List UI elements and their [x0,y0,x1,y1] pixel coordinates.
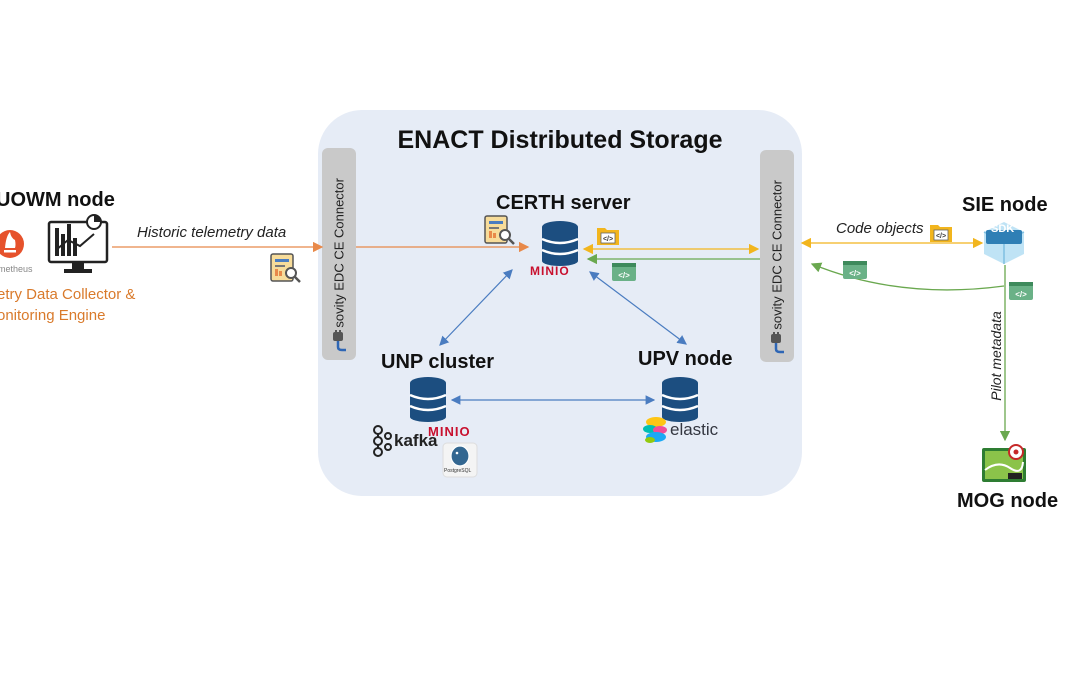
plug-icon [771,332,784,354]
kafka-label: kafka [394,431,438,450]
monitor-chart-icon [47,214,109,273]
uowm-caption-line1: etry Data Collector & [0,286,136,303]
green-curve [810,262,1005,291]
certh-node-title: CERTH server [496,192,631,214]
code-window-icon: </> [843,261,867,279]
uowm-node-title: UOWM node [0,189,115,211]
code-folder-icon: </> [930,225,952,242]
mog-node-title: MOG node [957,490,1059,512]
map-pin-icon [982,444,1026,482]
code-window-icon: </> [1009,282,1033,300]
unp-node-title: UNP cluster [381,351,495,373]
elastic-label: elastic [670,420,719,439]
svg-text:</>: </> [1015,290,1027,299]
postgres-label: PostgreSQL [444,468,472,474]
svg-text:</>: </> [936,233,946,240]
postgresql-icon [442,442,478,478]
minio-logo-unp: MINIO [428,424,471,439]
storage-container [318,110,802,496]
sdk-cube-icon [983,222,1025,264]
svg-text:</>: </> [603,236,613,243]
sdk-label: SDK [991,223,1015,235]
historic-telemetry-label: Historic telemetry data [137,224,287,241]
report-search-icon [484,215,515,245]
upv-node-title: UPV node [638,348,733,370]
right-connector: sovity EDC CE Connector [760,150,794,362]
database-icon [541,221,579,266]
kafka-icon [373,425,392,457]
left-connector: sovity EDC CE Connector [322,148,356,360]
prometheus-icon [0,230,24,258]
report-search-icon [270,253,301,283]
minio-logo-certh: MINIO [530,264,570,278]
certh-upv-link [589,271,687,345]
svg-text:</>: </> [849,269,861,278]
storage-title: ENACT Distributed Storage [397,126,723,154]
code-folder-icon: </> [597,228,619,245]
plug-icon [333,330,346,352]
code-window-icon: </> [612,263,636,281]
prometheus-label: metheus [0,264,33,274]
certh-unp-link [439,269,513,346]
pilot-metadata-label: Pilot metadata [988,311,1004,401]
sie-node-title: SIE node [962,194,1048,216]
uowm-caption-line2: onitoring Engine [0,307,106,324]
database-icon [409,377,447,422]
svg-text:</>: </> [618,271,630,280]
database-icon [661,377,699,422]
elastic-icon [643,417,667,443]
code-objects-label: Code objects [836,220,924,237]
